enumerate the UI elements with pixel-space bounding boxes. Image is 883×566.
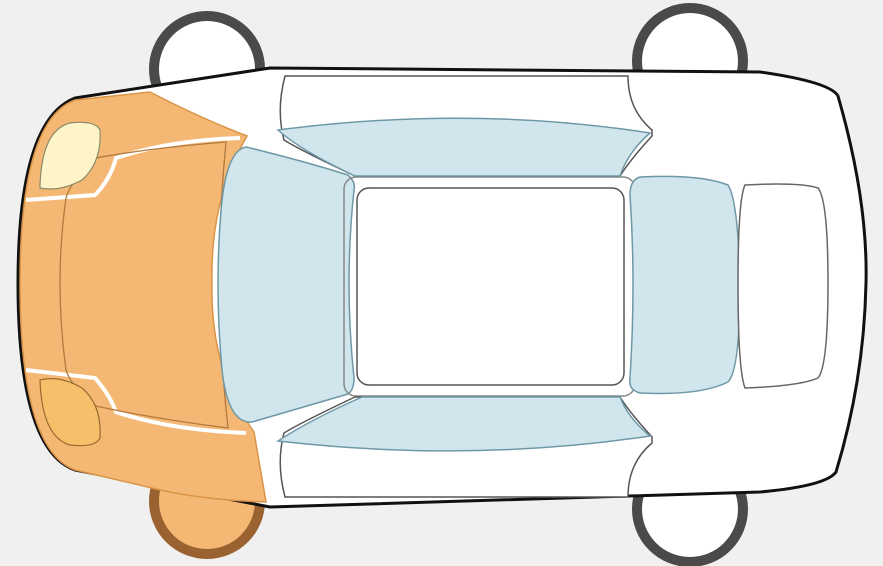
right-door-window[interactable] (275, 396, 653, 498)
headlight-right (39, 378, 101, 447)
left-door-window[interactable] (276, 75, 653, 177)
rear-window[interactable] (628, 175, 741, 395)
trunk[interactable] (737, 183, 829, 389)
headlight-left (39, 121, 101, 190)
windshield[interactable] (217, 146, 356, 423)
roof[interactable] (343, 176, 636, 397)
